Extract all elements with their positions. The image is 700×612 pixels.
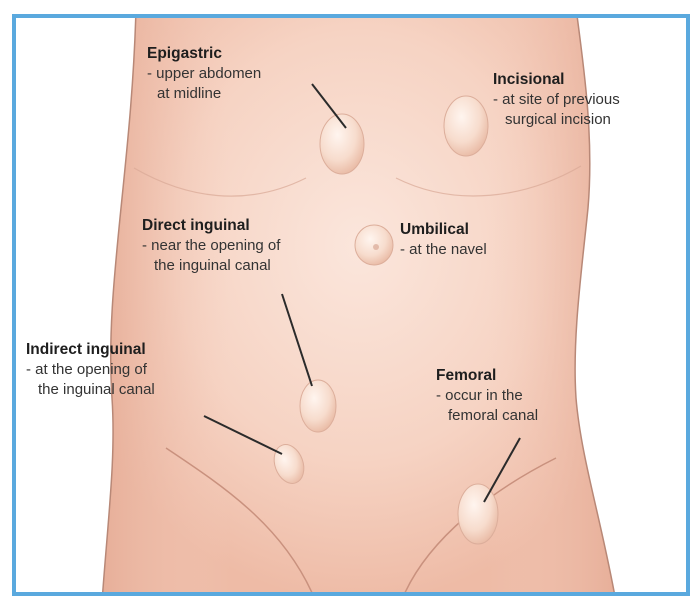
label-indirect-inguinal: Indirect inguinal - at the opening of th…: [26, 340, 155, 400]
direct-inguinal-desc-line1: - near the opening of: [142, 237, 281, 254]
epigastric-title: Epigastric: [147, 45, 222, 62]
epigastric-desc-line2: at midline: [157, 85, 222, 102]
label-epigastric: Epigastric - upper abdomen at midline: [147, 44, 261, 104]
direct-inguinal-bulge: [299, 379, 337, 433]
epigastric-leader: [311, 83, 347, 129]
umbilical-desc-line1: - at the navel: [400, 241, 487, 258]
umbilical-title: Umbilical: [400, 221, 469, 238]
navel-mark: [373, 244, 379, 250]
femoral-bulge: [457, 483, 499, 545]
indirect-inguinal-desc-line2: the inguinal canal: [38, 381, 155, 398]
torso-side-shading: [102, 18, 615, 592]
label-incisional: Incisional - at site of previous surgica…: [493, 70, 620, 130]
incisional-desc-line1: - at site of previous: [493, 91, 620, 108]
incisional-bulge: [443, 95, 489, 157]
groin-crease-left: [165, 447, 313, 592]
indirect-inguinal-title: Indirect inguinal: [26, 341, 146, 358]
torso-outline-left: [101, 18, 137, 592]
ribcage-line-right: [395, 165, 582, 197]
indirect-inguinal-desc-line1: - at the opening of: [26, 361, 147, 378]
torso-outline-right: [574, 18, 615, 592]
diagram-frame: Epigastric - upper abdomen at midline In…: [12, 14, 690, 596]
femoral-leader: [483, 437, 521, 503]
epigastric-desc-line1: - upper abdomen: [147, 65, 262, 82]
indirect-inguinal-leader: [203, 415, 283, 455]
direct-inguinal-leader: [281, 293, 313, 387]
label-direct-inguinal: Direct inguinal - near the opening of th…: [142, 216, 280, 276]
direct-inguinal-desc-line2: the inguinal canal: [154, 257, 271, 274]
femoral-desc-line1: - occur in the: [436, 387, 523, 404]
label-femoral: Femoral - occur in the femoral canal: [436, 366, 538, 426]
incisional-desc-line2: surgical incision: [505, 111, 611, 128]
direct-inguinal-title: Direct inguinal: [142, 217, 250, 234]
label-umbilical: Umbilical - at the navel: [400, 220, 487, 260]
epigastric-bulge: [319, 113, 365, 175]
ribcage-line-left: [133, 167, 307, 197]
incisional-title: Incisional: [493, 71, 565, 88]
abdomen-illustration: [101, 18, 615, 592]
femoral-desc-line2: femoral canal: [448, 407, 539, 424]
femoral-title: Femoral: [436, 367, 497, 384]
